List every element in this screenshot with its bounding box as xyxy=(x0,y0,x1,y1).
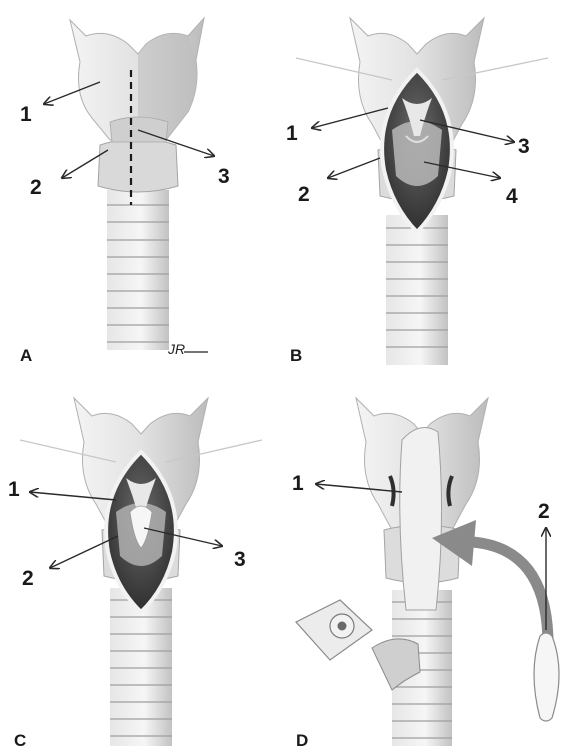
panel-d-label-1: 1 xyxy=(292,472,304,495)
panel-d-curved-arrow xyxy=(472,542,548,640)
panel-b-label-2: 2 xyxy=(298,183,310,206)
panel-d-graft-tissue xyxy=(534,633,559,721)
panel-d: 1 2 D xyxy=(292,398,559,746)
panel-c: 1 2 3 C xyxy=(8,398,262,746)
panel-c-label-1: 1 xyxy=(8,478,20,501)
panel-a-letter: A xyxy=(20,346,32,365)
panel-a: 1 2 3 A JR xyxy=(20,18,230,365)
panel-a-label-2: 2 xyxy=(30,176,42,199)
panel-a-label-3: 3 xyxy=(218,165,230,188)
panel-b: 1 2 3 4 B xyxy=(286,18,548,365)
panel-a-cricoid xyxy=(98,139,178,193)
panel-c-label-2: 2 xyxy=(22,567,34,590)
panel-b-letter: B xyxy=(290,346,302,365)
panel-d-label-2: 2 xyxy=(538,500,550,523)
panel-a-trachea xyxy=(107,190,169,350)
panel-b-label-4: 4 xyxy=(506,185,518,208)
panel-a-thyroid-cartilage xyxy=(70,18,204,142)
panel-b-label-1: 1 xyxy=(286,122,298,145)
panel-d-letter: D xyxy=(296,731,308,746)
panel-b-arrow-2 xyxy=(328,158,380,178)
panel-b-label-3: 3 xyxy=(518,135,530,158)
panel-a-signature: JR xyxy=(167,341,185,357)
panel-a-label-1: 1 xyxy=(20,103,32,126)
panel-c-letter: C xyxy=(14,731,26,746)
panel-c-label-3: 3 xyxy=(234,548,246,571)
panel-b-trachea xyxy=(386,215,448,365)
